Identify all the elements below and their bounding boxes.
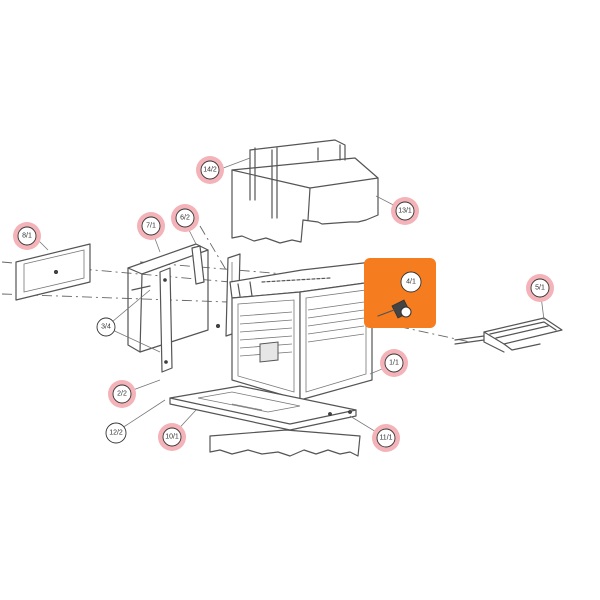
callout-label: 4/1 xyxy=(406,279,416,286)
top-cover-part[interactable] xyxy=(231,139,379,244)
callout-4-1[interactable]: 4/1 xyxy=(400,271,422,293)
heating-element-part[interactable] xyxy=(454,317,563,353)
oven-lamp-part[interactable] xyxy=(364,258,436,328)
callout-3-4[interactable]: 3/4 xyxy=(96,317,116,337)
callout-10-1[interactable]: 10/1 xyxy=(158,423,186,451)
callout-label: 7/1 xyxy=(146,223,156,230)
callout-label: 11/1 xyxy=(379,435,392,442)
rear-panel-part[interactable] xyxy=(15,243,91,301)
callout-8-1[interactable]: 8/1 xyxy=(13,222,41,250)
side-frame-part[interactable] xyxy=(127,243,209,373)
callout-label: 8/1 xyxy=(22,233,32,240)
callout-12-2[interactable]: 12/2 xyxy=(105,422,127,444)
callout-label: 14/2 xyxy=(203,167,217,174)
oven-cavity-part[interactable] xyxy=(229,261,373,401)
callout-14-2[interactable]: 14/2 xyxy=(196,156,224,184)
callouts: 14/2 13/1 8/1 7/1 6/2 4/1 5 xyxy=(13,156,554,452)
callout-11-1[interactable]: 11/1 xyxy=(372,424,400,452)
selected-part-highlight xyxy=(364,258,436,328)
callout-label: 13/1 xyxy=(398,208,412,215)
callout-label: 6/2 xyxy=(180,215,190,222)
callout-13-1[interactable]: 13/1 xyxy=(391,197,419,225)
callout-6-2[interactable]: 6/2 xyxy=(171,204,199,232)
callout-2-2[interactable]: 2/2 xyxy=(108,380,136,408)
bottom-base-part[interactable] xyxy=(169,385,361,457)
callout-5-1[interactable]: 5/1 xyxy=(526,274,554,302)
callout-label: 3/4 xyxy=(101,324,111,331)
callout-1-1[interactable]: 1/1 xyxy=(380,349,408,377)
cavity-shelf-rails xyxy=(239,301,365,357)
callout-label: 2/2 xyxy=(117,391,127,398)
callout-label: 5/1 xyxy=(535,285,545,292)
callout-7-1[interactable]: 7/1 xyxy=(137,212,165,240)
callout-label: 12/2 xyxy=(109,430,123,437)
callout-label: 10/1 xyxy=(165,434,179,441)
callout-label: 1/1 xyxy=(389,360,399,367)
